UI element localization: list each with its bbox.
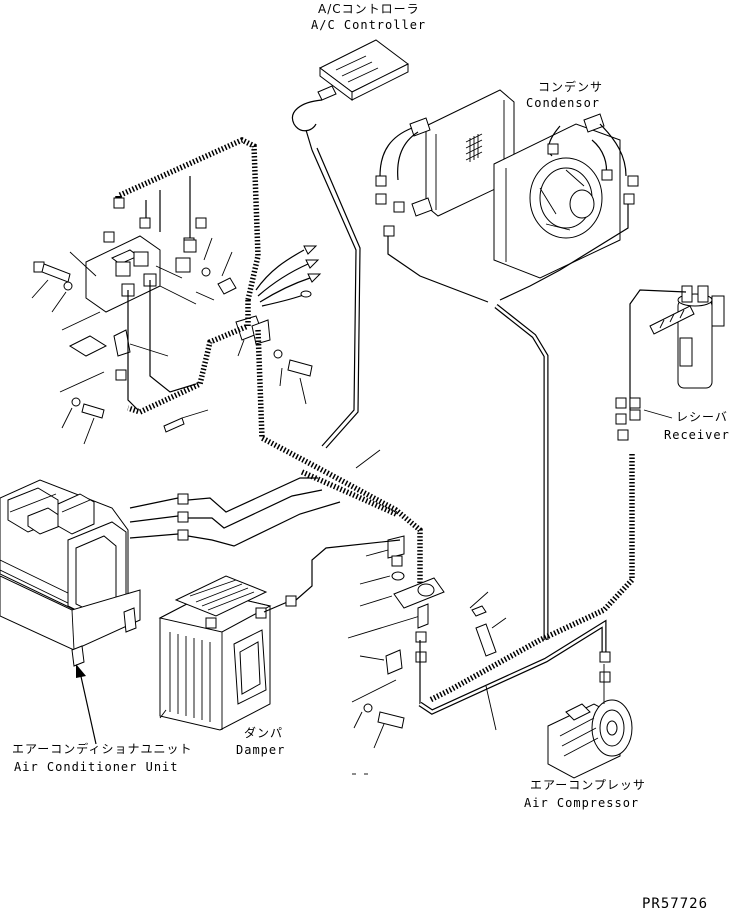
damper-unit: [158, 539, 401, 731]
condensor-label-jp: コンデンサ: [538, 80, 604, 94]
condensor-grille: [465, 133, 483, 162]
bolt-left-top: [31, 261, 73, 313]
main-harness: [255, 329, 423, 590]
air-compressor-label-jp: エアーコンプレッサ: [530, 778, 646, 792]
air-compressor-label-en: Air Compressor: [524, 796, 640, 810]
compressor-hose: [418, 619, 607, 715]
mid-clamp: [235, 315, 313, 405]
terminal-ends: [255, 245, 322, 307]
receiver-unit: [615, 285, 725, 441]
condenser-hose: [494, 304, 549, 640]
air-compressor-unit: [547, 664, 633, 779]
damper-label-jp: ダンパ: [244, 726, 284, 740]
ac-unit-leader: [76, 664, 97, 745]
document-id: PR57726: [642, 896, 709, 912]
damper-label-en: Damper: [236, 743, 286, 757]
bolt-right-top: [195, 237, 237, 301]
damper-grille: [169, 632, 211, 722]
middle-junction: [347, 535, 507, 704]
ac-unit-connectors: [129, 469, 398, 547]
relay-bracket: [69, 235, 197, 313]
lower-clamp: [351, 649, 405, 775]
receiver-harness: [428, 454, 635, 703]
air-conditioner-unit-label-jp: エアーコンディショナユニット: [12, 742, 193, 756]
receiver-label-en: Receiver: [664, 428, 730, 442]
receiver-label-jp: レシーバ: [676, 410, 728, 424]
controller-cable: [311, 149, 357, 447]
ac-controller-label-en: A/C Controller: [311, 18, 427, 32]
harness-loop-lower: [127, 300, 251, 415]
air-conditioner-unit-label-en: Air Conditioner Unit: [14, 760, 179, 774]
air-conditioner-unit: [0, 479, 141, 667]
ac-controller-label-jp: A/Cコントローラ: [318, 2, 420, 16]
condensor-unit: [409, 89, 621, 279]
condensor-label-en: Condensor: [526, 96, 601, 110]
condensor-wiring: [375, 123, 639, 303]
ac-controller-unit: [291, 39, 409, 151]
lower-left-parts: [59, 311, 209, 445]
damper-leader: [355, 449, 381, 469]
